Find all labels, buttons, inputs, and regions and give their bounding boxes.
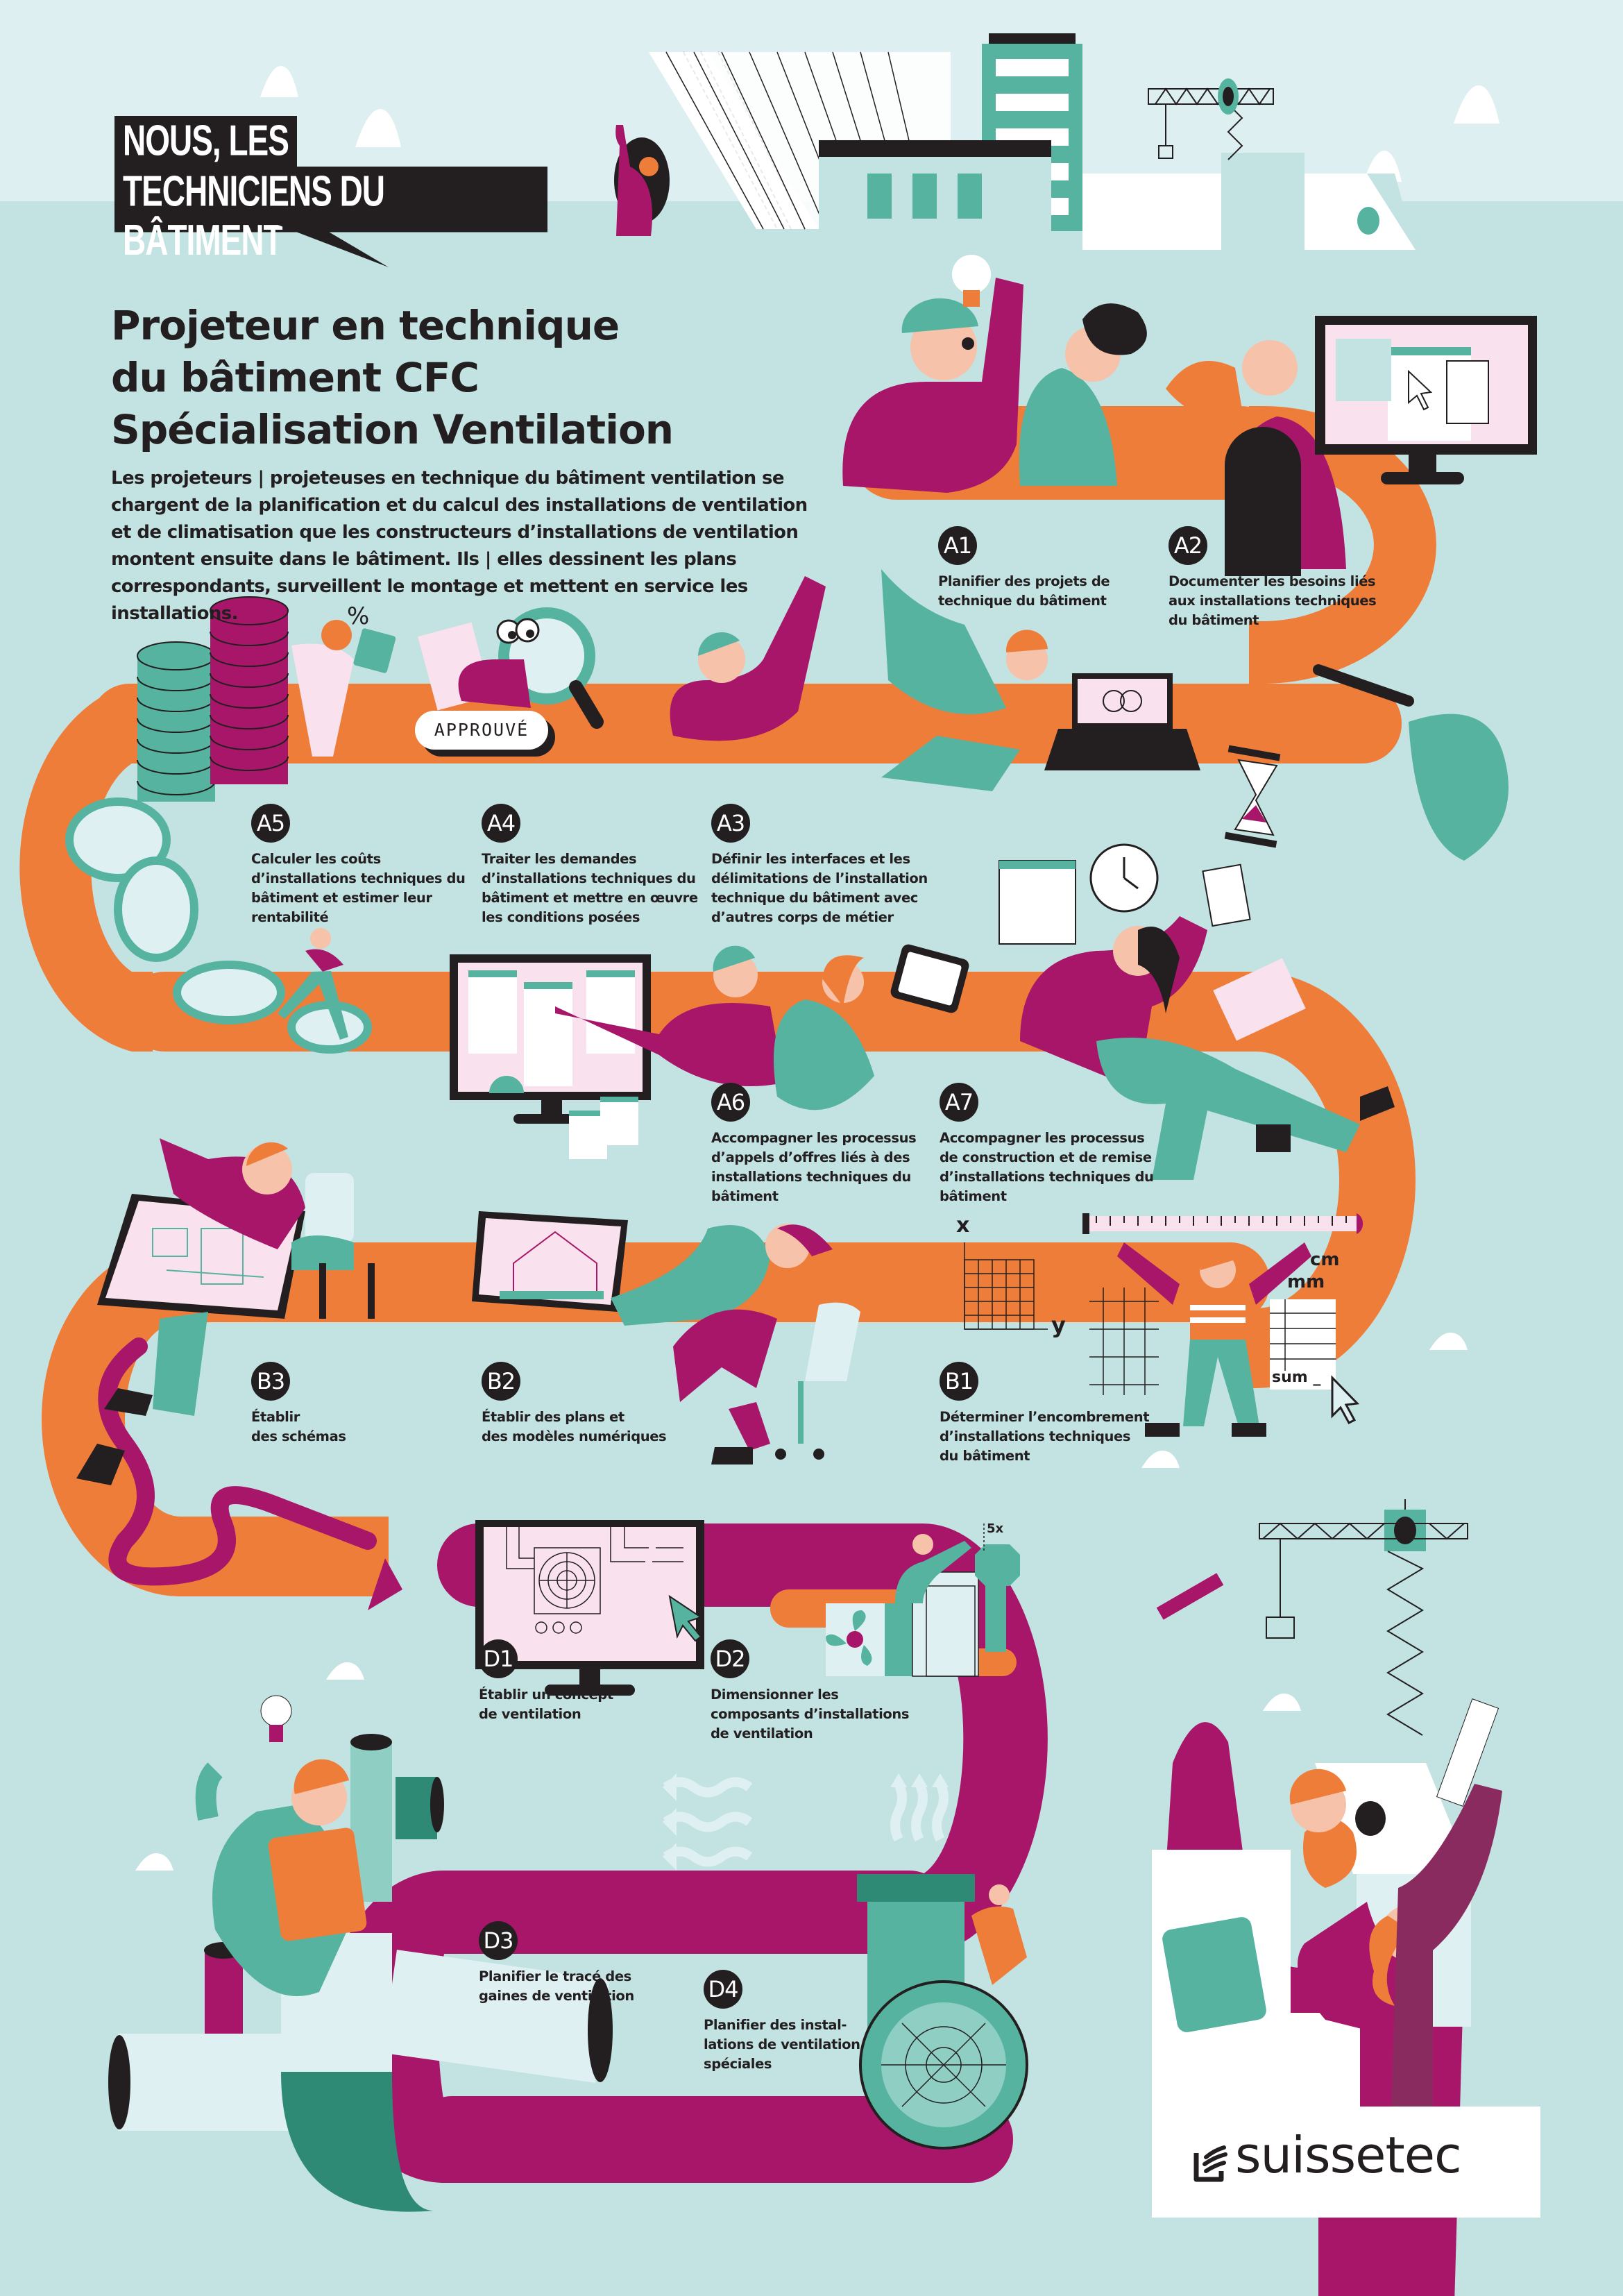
ventilation-components-illustration — [770, 1523, 1020, 1677]
step-badge: B1 — [940, 1362, 978, 1401]
step-badge: D2 — [711, 1639, 749, 1678]
intro-paragraph: Les projeteurs | projeteuses en techniqu… — [111, 468, 808, 624]
magnifier-illustration — [418, 607, 604, 729]
team-planning-illustration — [842, 255, 1537, 576]
step-badge: B2 — [482, 1362, 520, 1401]
step-text: Établir un concept de ventilation — [479, 1687, 613, 1722]
step-text: Planifier des projets de technique du bâ… — [938, 573, 1110, 609]
step-badge: D4 — [704, 1970, 742, 2009]
step-badge: A3 — [711, 804, 750, 843]
ventilation-monitor-illustration — [475, 1520, 704, 1696]
step-text: Traiter les demandes d’installations tec… — [482, 851, 698, 925]
step-text: Établir des schémas — [251, 1409, 346, 1444]
step-b3: B3 Établir des schémas — [251, 1362, 346, 1446]
axis-y-label: y — [1051, 1312, 1066, 1338]
step-text: Documenter les besoins liés aux installa… — [1169, 573, 1377, 628]
step-text: Planifier le tracé des gaines de ventila… — [479, 1968, 634, 2004]
step-badge: D1 — [479, 1639, 518, 1678]
step-d3: D3 Planifier le tracé des gaines de vent… — [479, 1921, 634, 2006]
coin-stacks-illustration — [137, 596, 396, 802]
tablet-drawing-illustration — [472, 1211, 860, 1464]
unit-cm-label: cm — [1310, 1249, 1340, 1270]
step-badge: A7 — [940, 1083, 978, 1122]
stepping-discs-illustration — [65, 797, 372, 1054]
juggling-person-illustration — [999, 843, 1395, 1180]
step-badge: A4 — [482, 804, 520, 843]
logo-wordmark: suissetec — [1235, 2126, 1462, 2184]
crane-illustration — [1152, 1499, 1502, 2120]
step-badge: B3 — [251, 1362, 290, 1401]
step-a6: A6 Accompagner les processus d’appels d’… — [711, 1083, 917, 1206]
step-b2: B2 Établir des plans et des modèles numé… — [482, 1362, 667, 1446]
axis-x-label: x — [956, 1213, 970, 1238]
measuring-person-illustration — [964, 1213, 1363, 1437]
suissetec-logo: suissetec — [1152, 2107, 1540, 2218]
step-a4: A4 Traiter les demandes d’installations … — [482, 804, 698, 927]
step-text: Définir les interfaces et les délimitati… — [711, 851, 928, 925]
drafting-table-illustration — [76, 1138, 375, 1485]
suissetec-logo-icon — [1193, 2145, 1227, 2182]
jumping-person — [278, 928, 348, 1040]
ventilation-ducts-illustration — [108, 1695, 1028, 2212]
unit-mm-label: mm — [1287, 1272, 1325, 1292]
step-badge: A2 — [1169, 526, 1207, 565]
step-text: Planifier des instal- lations de ventila… — [704, 2017, 860, 2072]
step-badge: D3 — [479, 1921, 518, 1960]
step-badge: A6 — [711, 1083, 750, 1122]
multiplier-label: 5x — [987, 1521, 1004, 1536]
percent-label: % — [347, 602, 370, 630]
page-title: Projeteur en technique du bâtiment CFC S… — [111, 300, 674, 456]
step-b1: B1 Déterminer l’encombrement d’installat… — [940, 1362, 1150, 1466]
step-d4: D4 Planifier des instal- lations de vent… — [704, 1970, 860, 2074]
step-text: Déterminer l’encombrement d’installation… — [940, 1409, 1150, 1464]
step-text: Dimensionner les composants d’installati… — [711, 1687, 910, 1741]
step-a5: A5 Calculer les coûts d’installations te… — [251, 804, 466, 927]
header-badge-line2: TECHNICIENS DU BÂTIMENT — [114, 167, 547, 264]
sum-label: sum _ — [1272, 1369, 1321, 1386]
step-a7: A7 Accompagner les processus de construc… — [940, 1083, 1154, 1206]
collaboration-illustration — [670, 569, 1509, 861]
step-text: Calculer les coûts d’installations techn… — [251, 851, 466, 925]
building-skyline — [614, 33, 1416, 250]
monitor-illustration — [450, 944, 969, 1159]
title-line-3: Spécialisation Ventilation — [111, 406, 674, 453]
step-a1: A1 Planifier des projets de technique du… — [938, 526, 1110, 611]
step-text: Accompagner les processus d’appels d’off… — [711, 1130, 917, 1204]
step-badge: A1 — [938, 526, 977, 565]
title-line-2: du bâtiment CFC — [111, 354, 479, 401]
step-badge: A5 — [251, 804, 290, 843]
step-d1: D1 Établir un concept de ventilation — [479, 1639, 613, 1724]
step-text: Établir des plans et des modèles numériq… — [482, 1409, 667, 1444]
step-text: Accompagner les processus de constructio… — [940, 1130, 1154, 1204]
step-a2: A2 Documenter les besoins liés aux insta… — [1169, 526, 1377, 630]
speech-bubble-tail — [271, 222, 389, 267]
step-d2: D2 Dimensionner les composants d’install… — [711, 1639, 909, 1744]
title-line-1: Projeteur en technique — [111, 302, 620, 349]
step-a3: A3 Définir les interfaces et les délimit… — [711, 804, 928, 927]
approved-stamp: APPROUVÉ — [415, 711, 548, 750]
